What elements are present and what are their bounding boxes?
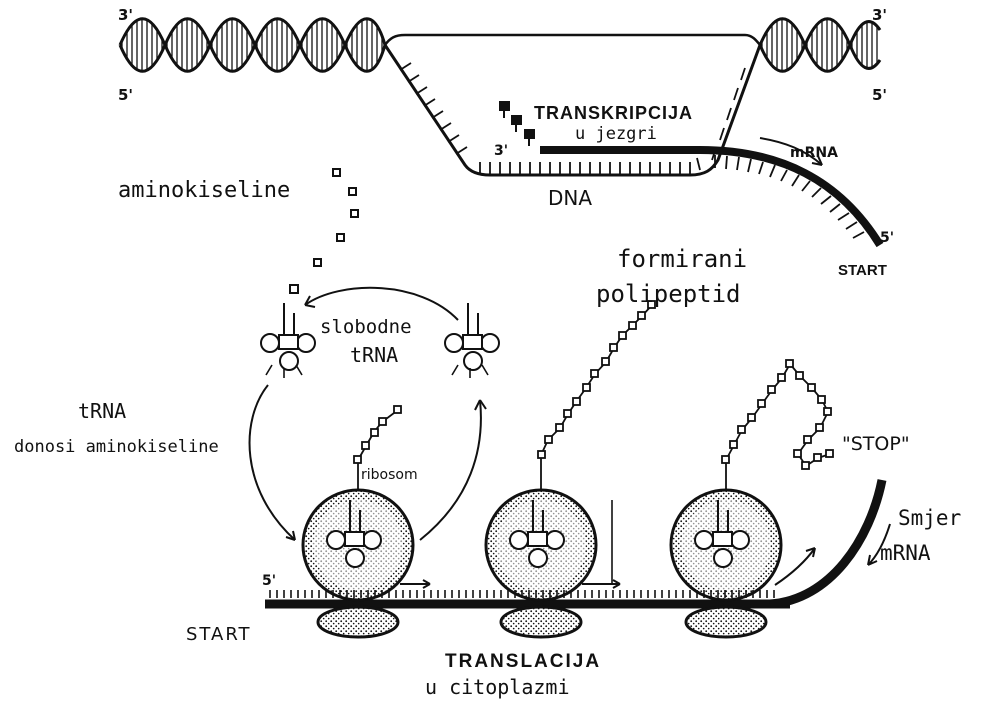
ribosome-2-movement-arrow-icon — [582, 580, 620, 588]
ribosome-1-movement-arrow-icon — [400, 580, 430, 588]
free-trna-label-line2: tRNA — [350, 343, 398, 367]
ribosome-label: ribosom — [361, 467, 418, 483]
stop-codon-label: "STOP" — [842, 433, 910, 455]
transcription-subtitle: u jezgri — [575, 124, 657, 144]
free-amino-acids — [314, 169, 358, 266]
mrna-label: mRNA — [790, 145, 838, 161]
polypeptide-label-line1: formirani — [617, 245, 747, 273]
trna-left-amino-acid — [290, 285, 298, 293]
translation-start-label: START — [186, 624, 252, 645]
dna-helix-right-fill — [760, 19, 880, 72]
trna-delivery-arrow — [250, 385, 295, 540]
transcription-title: TRANSKRIPCIJA — [534, 103, 693, 123]
trna-left — [261, 285, 315, 378]
polypeptide-label-line2: polipeptid — [596, 280, 741, 308]
translation-5prime-end: 5' — [262, 573, 276, 589]
dna-end-top-left: 3' — [118, 6, 133, 24]
mrna-direction-line2: mRNA — [880, 541, 931, 565]
rna-polymerase-icons — [500, 102, 534, 146]
mrna-start-label: START — [838, 262, 887, 279]
ribosome-2 — [486, 490, 596, 637]
ribosome-1 — [303, 490, 413, 637]
translation-title: TRANSLACIJA — [445, 651, 601, 672]
dna-upper-strand-open — [385, 35, 760, 45]
dna-end-bottom-right: 5' — [872, 86, 887, 104]
dna-end-bottom-left: 5' — [118, 86, 133, 104]
polypeptide-chain-2 — [538, 301, 655, 490]
polypeptide-chain-3 — [722, 360, 833, 490]
translation-subtitle: u citoplazmi — [425, 675, 570, 699]
dna-end-top-right: 3' — [872, 6, 887, 24]
trna-release-arrow — [420, 400, 481, 540]
free-trna-label-line1: slobodne — [320, 316, 412, 338]
mrna-direction-line1: Smjer — [898, 506, 961, 530]
trna-delivers-line2: donosi aminokiseline — [14, 437, 219, 457]
mrna-5prime-end: 5' — [880, 230, 894, 246]
dna-helix-left-fill — [120, 19, 385, 72]
trna-delivers-line1: tRNA — [78, 399, 126, 423]
amino-acids-label: aminokiseline — [118, 178, 290, 203]
translation-mrna-curve — [770, 480, 882, 604]
dna-template-3prime: 3' — [494, 143, 508, 159]
ribosome-3 — [671, 490, 781, 637]
dna-label: DNA — [548, 186, 592, 210]
